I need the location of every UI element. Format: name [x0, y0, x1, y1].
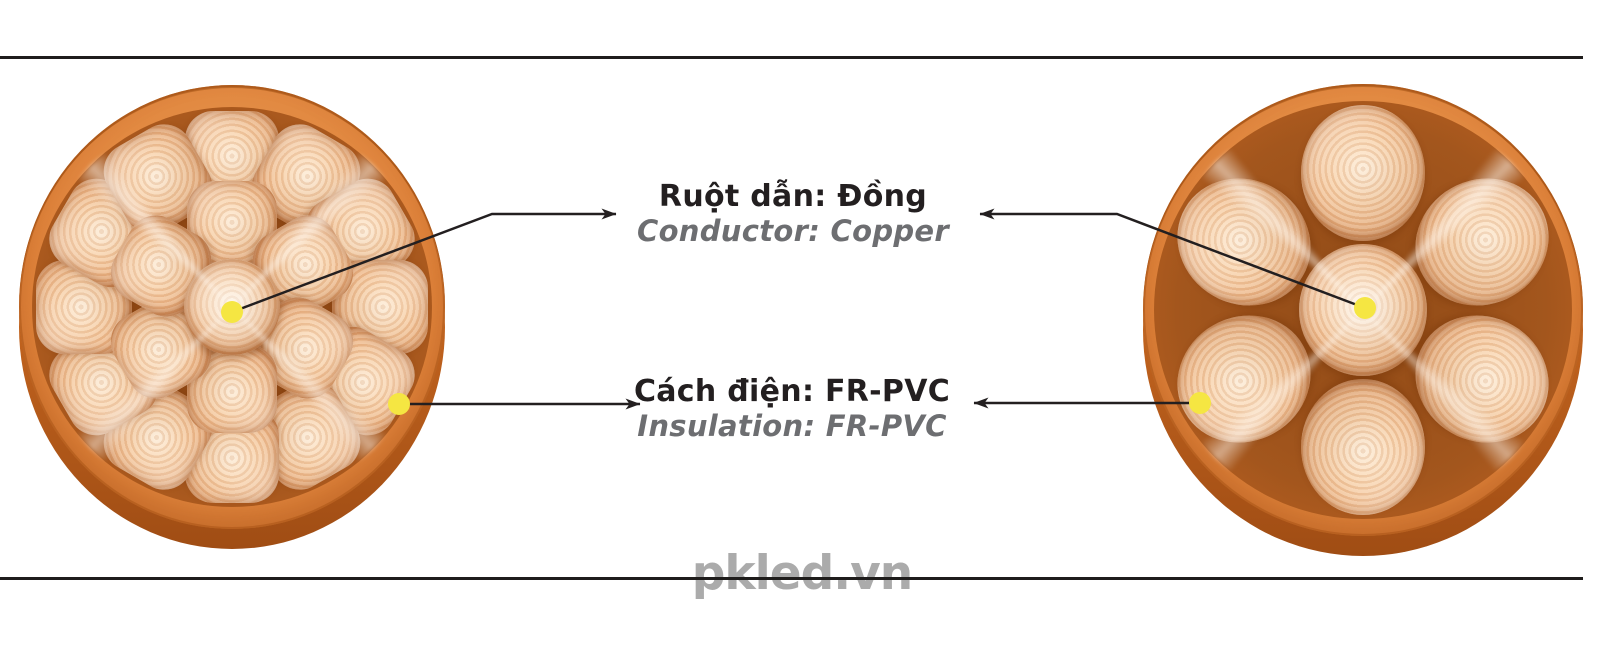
conductor-label-en: Conductor: Copper	[636, 214, 950, 248]
bottom-rule	[0, 577, 1583, 580]
callout-dot-conductor-right	[1354, 297, 1376, 319]
callout-line-conductor-right	[979, 208, 1366, 310]
callout-dot-conductor-left	[221, 301, 243, 323]
conductor-label-vi: Ruột dẫn: Đồng	[658, 179, 928, 214]
top-rule	[0, 56, 1583, 59]
watermark: pkled.vn	[691, 546, 913, 601]
conductor-label: Ruột dẫn: Đồng Conductor: Copper	[553, 179, 1033, 249]
callout-dot-insulation-right	[1189, 392, 1211, 414]
insulation-label-en: Insulation: FR-PVC	[637, 409, 947, 443]
callout-dot-insulation-left	[388, 393, 410, 415]
insulation-label-vi: Cách điện: FR-PVC	[633, 374, 951, 409]
insulation-label: Cách điện: FR-PVC Insulation: FR-PVC	[552, 374, 1032, 444]
